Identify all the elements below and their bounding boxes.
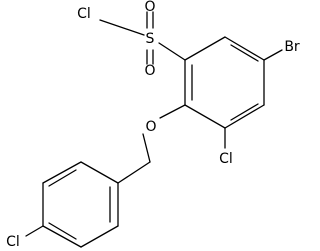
bond <box>224 36 265 61</box>
atom-label-oxygen-bottom: O <box>144 63 155 79</box>
atom-label-para-chlorine: Cl <box>6 234 20 250</box>
bond <box>230 44 259 62</box>
bond <box>142 133 151 163</box>
atom-labels: Cl S O O Br O Cl Cl <box>6 0 300 250</box>
bond <box>158 42 186 61</box>
atom-label-sulfur: S <box>146 31 155 47</box>
atom-label-bromine: Br <box>284 39 300 55</box>
bond <box>48 222 77 240</box>
bond <box>25 225 44 237</box>
bond <box>117 161 151 184</box>
molecule-structure-diagram: Cl S O O Br O Cl Cl <box>6 0 300 250</box>
bond <box>80 161 119 184</box>
atom-label-ring-chlorine: Cl <box>219 151 233 167</box>
bond <box>184 104 226 129</box>
bond <box>80 225 119 248</box>
atom-label-ether-oxygen: O <box>145 119 156 135</box>
bond-lines <box>25 11 283 248</box>
bond <box>48 169 77 187</box>
bond <box>159 104 186 119</box>
bond <box>42 225 82 248</box>
atom-label-oxygen-top: O <box>144 0 155 15</box>
bond <box>184 36 226 61</box>
atom-label-sulfonyl-cl: Cl <box>77 6 91 22</box>
bond <box>230 103 259 121</box>
bond <box>42 161 82 184</box>
bond <box>263 49 283 61</box>
bond <box>99 19 145 36</box>
bond <box>224 104 265 129</box>
